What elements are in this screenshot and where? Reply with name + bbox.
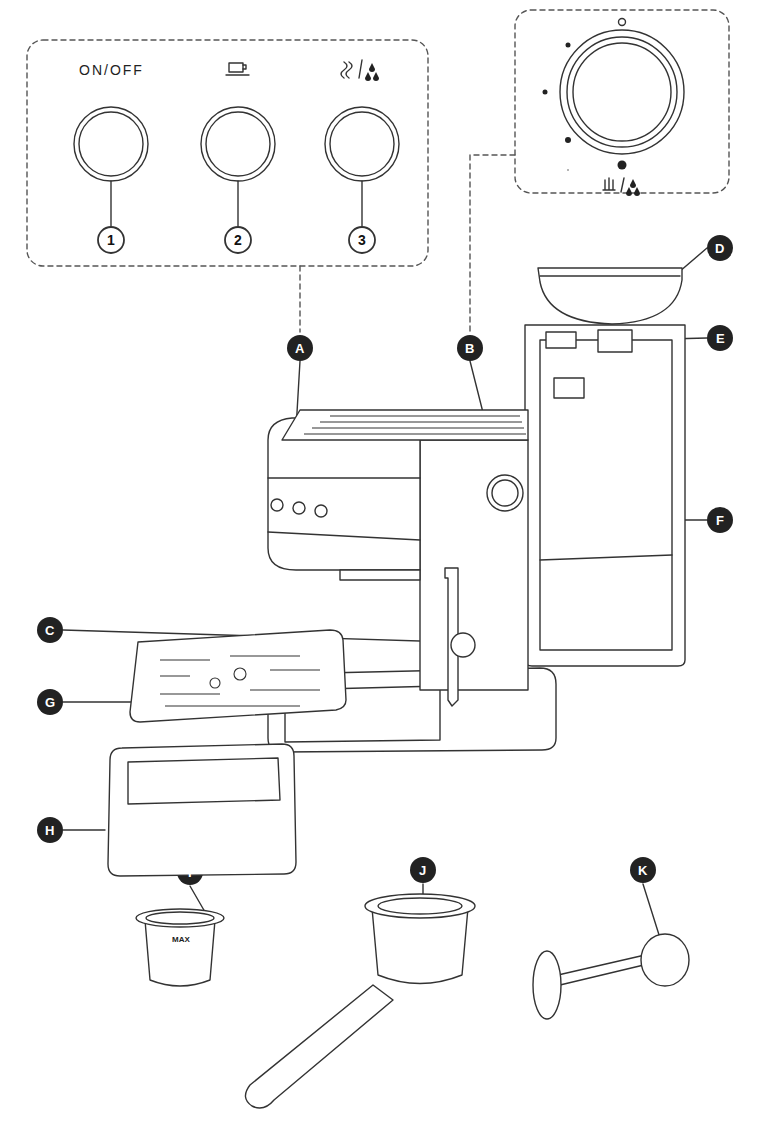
callout-letter: I <box>188 866 192 879</box>
button-label: ON/OFF <box>79 63 144 77</box>
callout-letter: J <box>419 864 426 877</box>
callout-letter: B <box>465 342 474 355</box>
callout-letter: D <box>715 242 724 255</box>
callout-letter: A <box>295 342 304 355</box>
callout-letter: E <box>716 332 725 345</box>
callout-letter: K <box>638 864 647 877</box>
callout-number: 1 <box>107 233 115 247</box>
max-mark: MAX <box>172 936 190 944</box>
callout-number: 3 <box>358 233 366 247</box>
callout-number: 2 <box>234 233 242 247</box>
callout-letter: C <box>45 624 54 637</box>
callout-letter: G <box>45 696 55 709</box>
callout-letter: H <box>45 824 54 837</box>
callout-letter: F <box>716 514 724 527</box>
